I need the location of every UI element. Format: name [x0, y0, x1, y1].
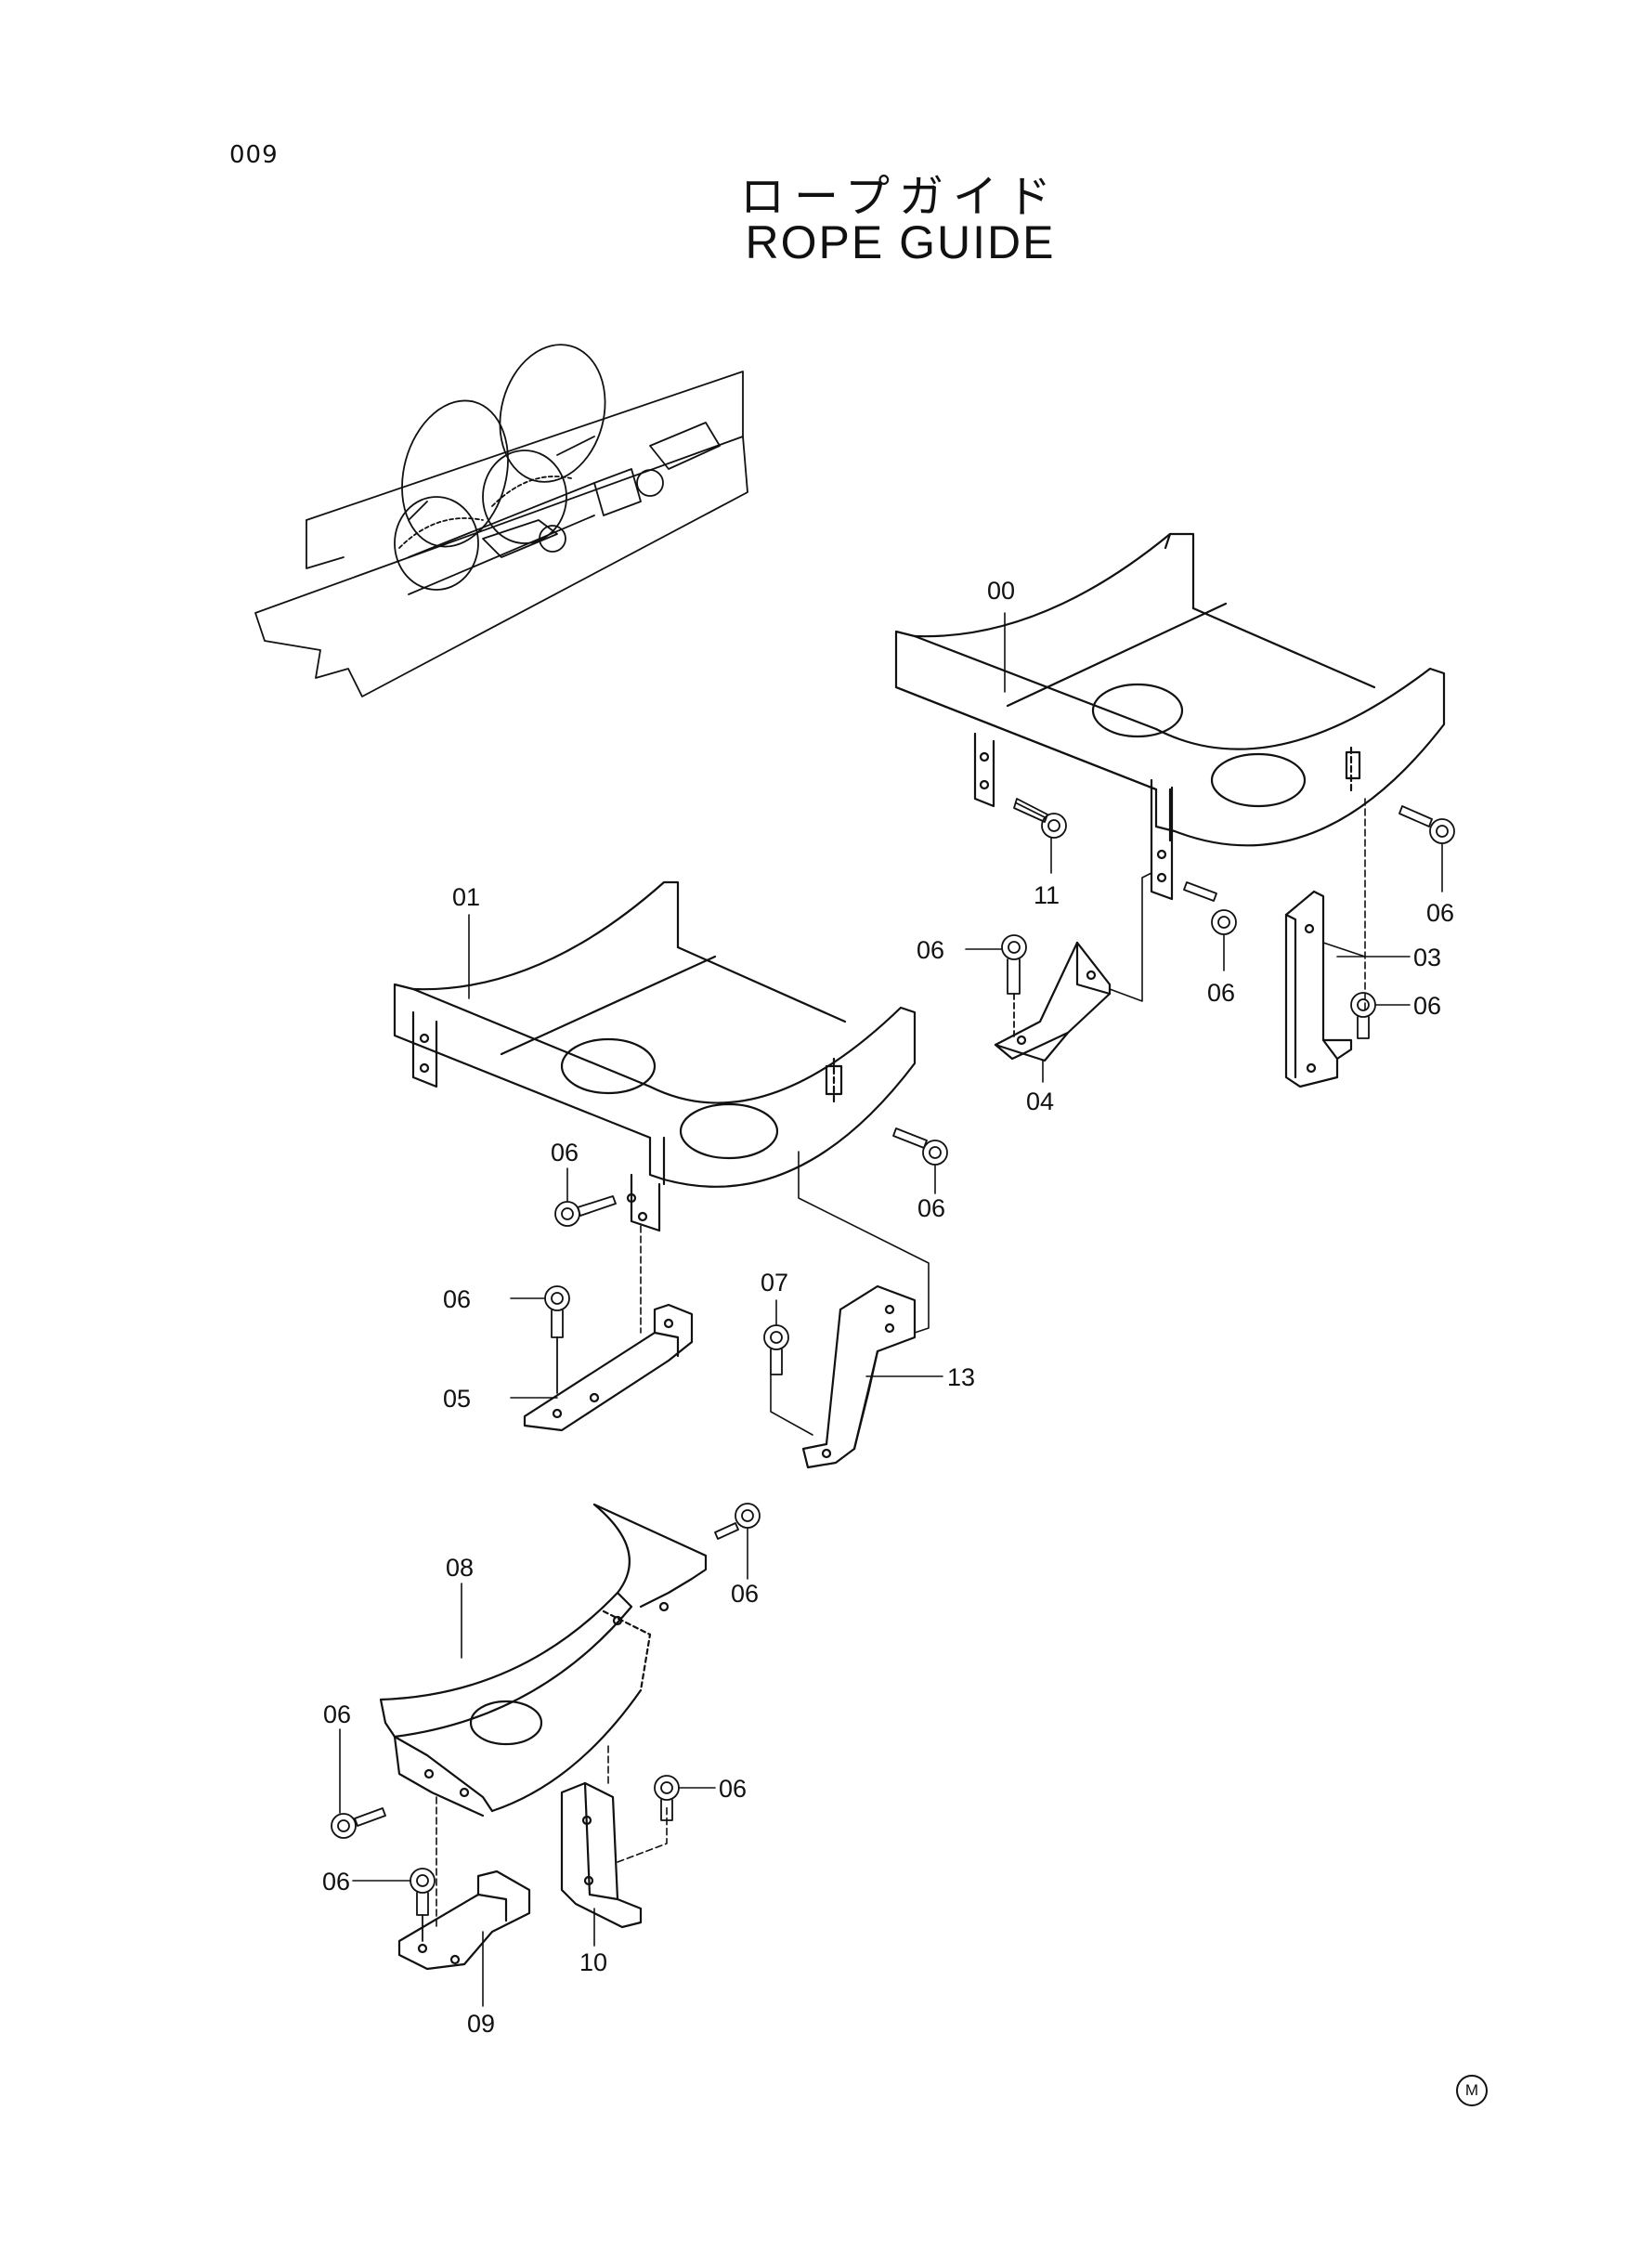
bolt-07: [763, 1324, 789, 1375]
callout-03: 03: [1413, 944, 1441, 971]
callout-05: 05: [443, 1385, 471, 1413]
callout-06-i: 06: [323, 1700, 351, 1728]
corner-mark: M: [1456, 2075, 1488, 2106]
callout-06-j: 06: [719, 1775, 747, 1803]
location-overview: [254, 344, 748, 697]
title-english: ROPE GUIDE: [745, 216, 1056, 268]
callout-09: 09: [467, 2010, 495, 2038]
part-00-upper-tray: [894, 532, 1446, 901]
bolt-06-h: [714, 1503, 761, 1540]
callout-07: 07: [761, 1269, 788, 1296]
callout-06-f: 06: [551, 1139, 579, 1166]
callout-06-e: 06: [917, 1194, 945, 1222]
part-08-lower-tray: [379, 1503, 708, 1818]
callout-06-d: 06: [1413, 992, 1441, 1020]
callout-01: 01: [452, 883, 480, 911]
callout-08: 08: [446, 1554, 474, 1582]
callout-13: 13: [947, 1363, 975, 1391]
bolt-06-d: [1350, 992, 1376, 1039]
page-number: 009: [229, 141, 279, 169]
part-13-bracket: [770, 1151, 930, 1469]
bolt-06-f: [554, 1195, 617, 1227]
callout-11: 11: [1034, 881, 1060, 909]
leader-lines: [339, 612, 1443, 2007]
part-10-bracket: [560, 1745, 668, 1929]
bolt-06-b: [1001, 934, 1027, 1041]
part-09-bracket: [397, 1796, 531, 1971]
callout-06-g: 06: [443, 1285, 471, 1313]
bolt-06-k: [410, 1868, 436, 1942]
callout-06-h: 06: [731, 1580, 759, 1608]
part-03-long-bracket: [1284, 798, 1366, 1088]
bolt-06-c: [1183, 881, 1237, 935]
callout-06-a: 06: [1426, 899, 1454, 927]
callout-00: 00: [987, 577, 1015, 605]
bolt-11: [1013, 798, 1067, 839]
callout-06-k: 06: [322, 1868, 350, 1896]
part-04-bracket: [994, 872, 1152, 1062]
callout-06-b: 06: [917, 936, 944, 964]
bolts: [331, 798, 1455, 1942]
bolt-06-g: [544, 1285, 570, 1394]
callout-10: 10: [579, 1948, 607, 1976]
bolt-06-a: [1398, 805, 1455, 844]
bolt-06-j: [654, 1775, 680, 1821]
part-05-bracket: [523, 1225, 694, 1432]
bolt-06-e: [892, 1127, 948, 1166]
part-01-middle-tray: [393, 880, 917, 1232]
callout-06-c: 06: [1207, 979, 1235, 1007]
bolt-06-i: [331, 1807, 386, 1839]
callout-labels: 00 01 11 06 06 06 03 06 04 06 06 06 05 0…: [322, 577, 1454, 2038]
callout-04: 04: [1026, 1088, 1054, 1115]
title-japanese: ロープガイド: [739, 171, 1061, 223]
